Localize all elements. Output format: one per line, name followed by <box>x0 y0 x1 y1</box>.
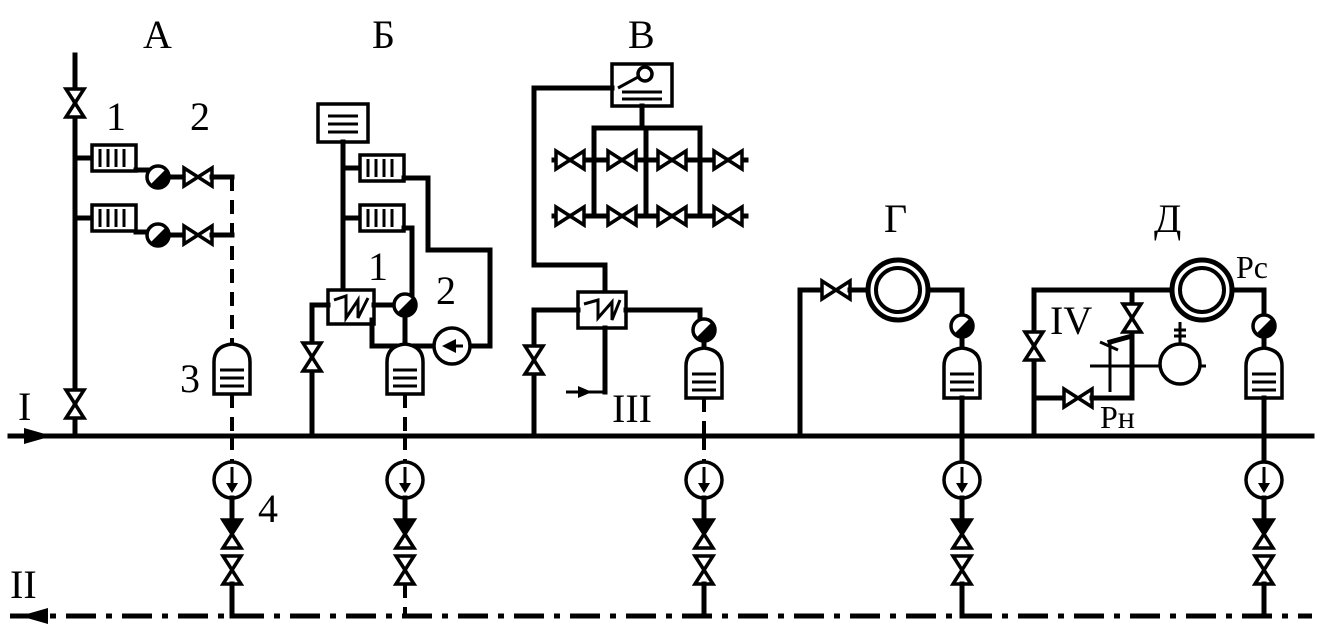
label-line-iii: III <box>612 386 652 431</box>
label-p-c: Рс <box>1236 249 1268 285</box>
label-a-item-4: 4 <box>258 486 278 531</box>
section-g <box>797 260 982 619</box>
label-section-a: А <box>143 12 172 57</box>
main-line-i <box>7 428 1315 444</box>
main-line-ii <box>10 608 1312 624</box>
section-d <box>1023 260 1284 619</box>
label-a-item-1: 1 <box>106 94 126 139</box>
section-v <box>523 62 749 619</box>
section-b <box>301 102 493 616</box>
label-section-d: Д <box>1154 196 1181 241</box>
label-p-n: Рн <box>1100 399 1135 435</box>
label-line-i: I <box>18 384 31 429</box>
section-a <box>64 52 252 619</box>
label-a-item-3: 3 <box>180 356 200 401</box>
label-line-ii: II <box>10 562 37 607</box>
label-a-item-2: 2 <box>190 94 210 139</box>
label-line-iv: IV <box>1050 298 1092 343</box>
label-section-b: Б <box>372 12 395 57</box>
label-b-item-2: 2 <box>436 268 456 313</box>
label-section-g: Г <box>884 196 907 241</box>
label-section-v: В <box>628 12 655 57</box>
label-b-item-1: 1 <box>368 244 388 289</box>
